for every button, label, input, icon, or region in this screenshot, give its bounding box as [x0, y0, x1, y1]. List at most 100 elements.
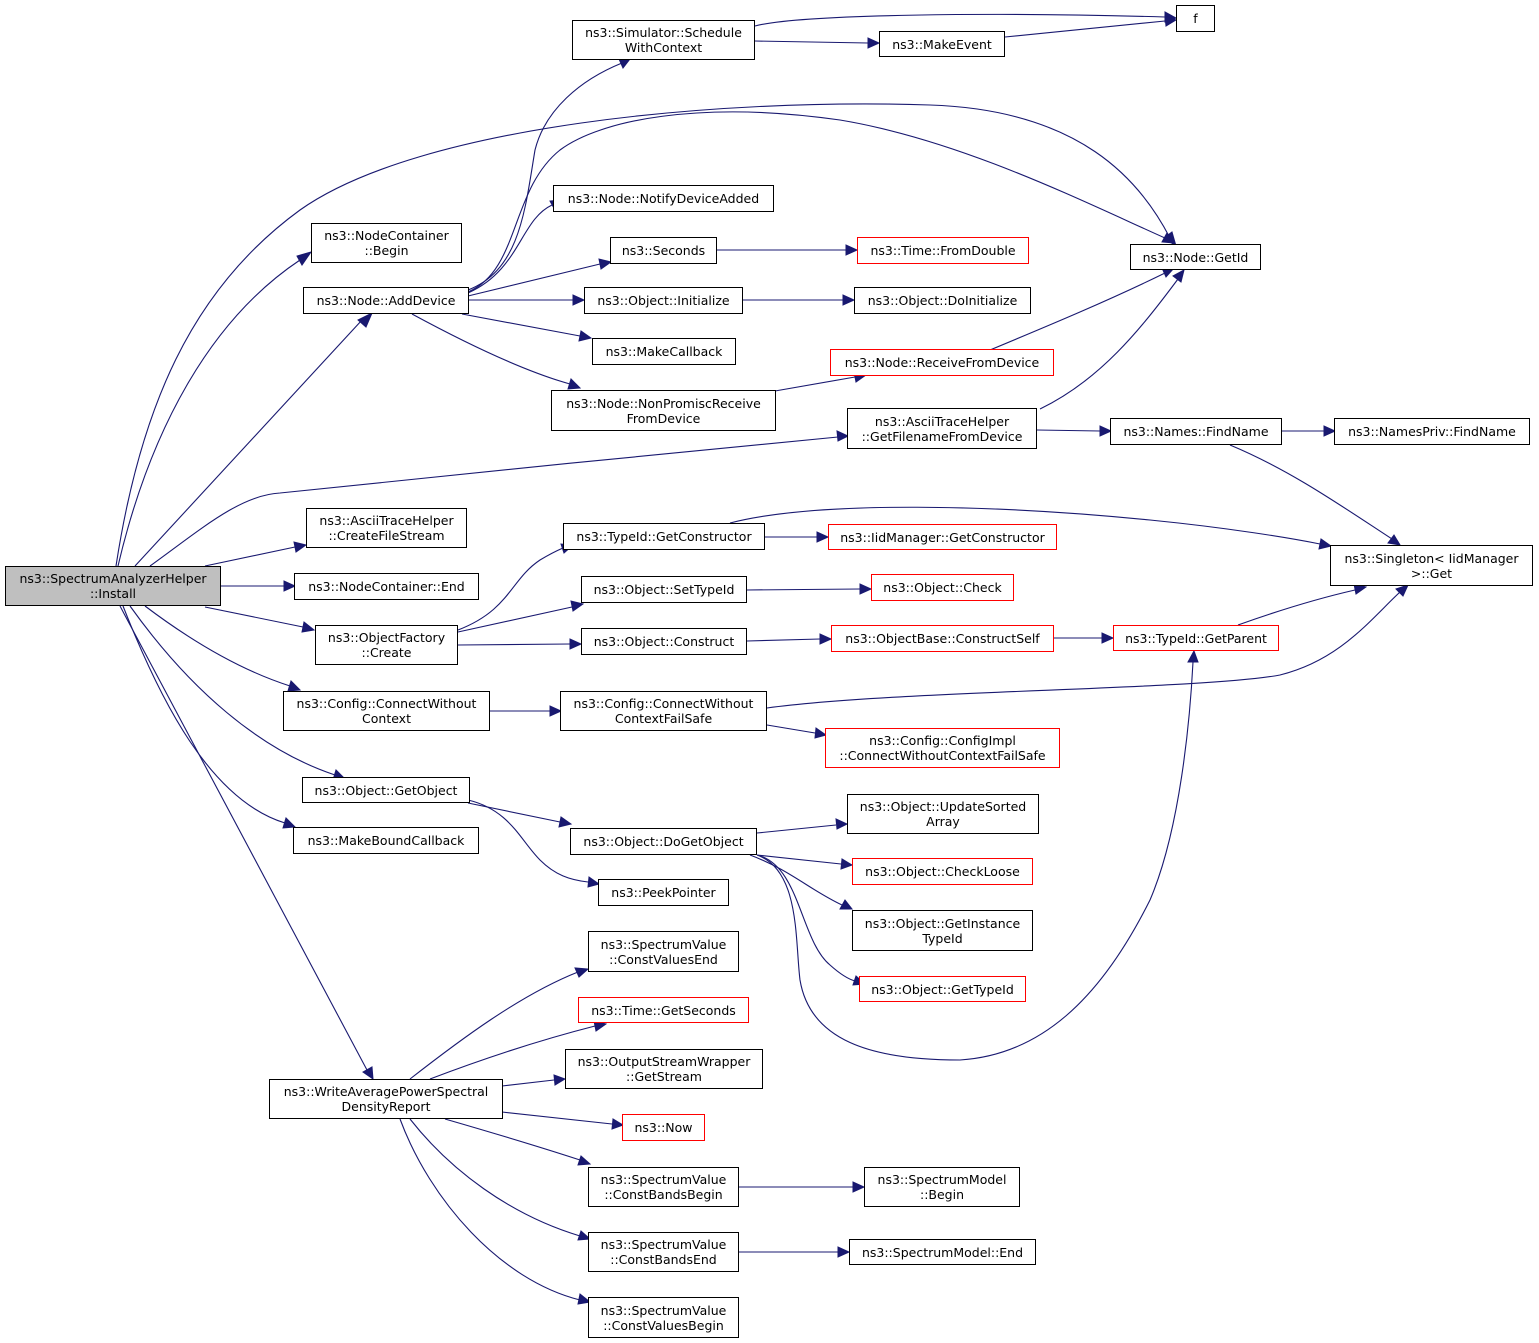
node-label-line: ::ConstBandsEnd: [610, 1252, 717, 1267]
node-label-line: ::ConnectWithoutContextFailSafe: [839, 748, 1046, 763]
node-label-line: ns3::WriteAveragePowerSpectral: [283, 1084, 489, 1099]
node-seconds[interactable]: ns3::Seconds: [610, 237, 717, 264]
edge: [1237, 583, 1368, 626]
node-time-getseconds[interactable]: ns3::Time::GetSeconds: [578, 997, 749, 1023]
node-label-line: ns3::SpectrumValue: [600, 1237, 727, 1252]
node-objectfactory-create[interactable]: ns3::ObjectFactory::Create: [315, 625, 458, 665]
node-label-line: ns3::Object::CheckLoose: [865, 864, 1020, 879]
node-namespriv-findname[interactable]: ns3::NamesPriv::FindName: [1334, 418, 1530, 445]
node-label-line: ns3::SpectrumAnalyzerHelper: [19, 571, 207, 586]
node-typeid-getconstructor[interactable]: ns3::TypeId::GetConstructor: [563, 523, 765, 550]
node-makeevent[interactable]: ns3::MakeEvent: [879, 31, 1005, 57]
node-node-notifydeviceadded[interactable]: ns3::Node::NotifyDeviceAdded: [553, 185, 774, 212]
edge: [409, 967, 590, 1080]
node-install[interactable]: ns3::SpectrumAnalyzerHelper::Install: [5, 566, 221, 606]
edge: [754, 11, 1178, 27]
node-nodecontainer-end[interactable]: ns3::NodeContainer::End: [294, 573, 479, 600]
edge: [739, 1246, 851, 1258]
edge: [746, 633, 833, 645]
edge: [1004, 15, 1178, 38]
node-label-line: ns3::Object::GetInstance: [864, 915, 1021, 931]
node-spectrumvalue-constbandsend[interactable]: ns3::SpectrumValue::ConstBandsEnd: [588, 1232, 739, 1272]
node-iidmanager-getconstructor[interactable]: ns3::IidManager::GetConstructor: [828, 524, 1057, 550]
node-object-settypeid[interactable]: ns3::Object::SetTypeId: [581, 576, 747, 603]
node-label-line: ns3::Seconds: [621, 243, 706, 258]
node-config-configimpl-connectwithoutcontextfailsafe[interactable]: ns3::Config::ConfigImpl::ConnectWithoutC…: [825, 728, 1060, 768]
node-label-line: Array: [926, 814, 960, 829]
node-label-line: ns3::Time::FromDouble: [870, 243, 1016, 258]
node-label-line: ns3::Object::Construct: [593, 634, 735, 649]
node-time-fromdouble[interactable]: ns3::Time::FromDouble: [857, 237, 1029, 264]
node-spectrummodel-end[interactable]: ns3::SpectrumModel::End: [849, 1239, 1036, 1265]
node-object-check[interactable]: ns3::Object::Check: [871, 574, 1014, 601]
edge: [221, 580, 297, 592]
node-label-line: ns3::Object::GetTypeId: [871, 981, 1014, 997]
node-asciitracehelper-createfilestream[interactable]: ns3::AsciiTraceHelper::CreateFileStream: [306, 508, 467, 548]
edge: [444, 1118, 592, 1166]
edge: [749, 854, 854, 910]
node-label-line: ns3::MakeBoundCallback: [307, 833, 465, 848]
node-object-initialize[interactable]: ns3::Object::Initialize: [584, 287, 743, 314]
node-label-line: DensityReport: [341, 1099, 431, 1114]
node-f[interactable]: f: [1176, 5, 1215, 32]
node-singleton-iidmanager-get[interactable]: ns3::Singleton< IidManager>::Get: [1330, 545, 1533, 586]
node-object-dogetobject[interactable]: ns3::Object::DoGetObject: [570, 828, 757, 855]
node-object-checkloose[interactable]: ns3::Object::CheckLoose: [852, 858, 1033, 885]
edge: [717, 244, 859, 256]
node-node-receivefromdevice[interactable]: ns3::Node::ReceiveFromDevice: [830, 349, 1054, 376]
node-label-line: ns3::SpectrumValue: [600, 1172, 727, 1187]
edge: [467, 802, 573, 828]
node-asciitracehelper-getfilenamefromdevice[interactable]: ns3::AsciiTraceHelper::GetFilenameFromDe…: [847, 408, 1037, 449]
node-outputstreamwrapper-getstream[interactable]: ns3::OutputStreamWrapper::GetStream: [565, 1049, 763, 1089]
node-spectrumvalue-constbandsbegin[interactable]: ns3::SpectrumValue::ConstBandsBegin: [588, 1167, 739, 1207]
edge: [766, 724, 828, 739]
node-makecallback[interactable]: ns3::MakeCallback: [592, 338, 736, 365]
node-nodecontainer-begin[interactable]: ns3::NodeContainer::Begin: [311, 223, 462, 263]
node-label-line: ::Create: [361, 645, 412, 660]
edge: [501, 1074, 567, 1087]
node-label-line: ::Install: [89, 586, 137, 601]
node-object-doinitialize[interactable]: ns3::Object::DoInitialize: [854, 287, 1031, 314]
node-label-line: ns3::SpectrumModel::End: [861, 1244, 1024, 1260]
node-node-getid[interactable]: ns3::Node::GetId: [1130, 244, 1261, 270]
node-typeid-getparent[interactable]: ns3::TypeId::GetParent: [1113, 625, 1279, 651]
node-now[interactable]: ns3::Now: [622, 1114, 705, 1141]
node-makeboundcallback[interactable]: ns3::MakeBoundCallback: [293, 827, 479, 854]
node-label-line: ns3::Node::NotifyDeviceAdded: [567, 191, 760, 206]
node-label-line: ns3::AsciiTraceHelper: [319, 513, 454, 528]
node-names-findname[interactable]: ns3::Names::FindName: [1110, 418, 1282, 445]
edge: [134, 311, 373, 567]
node-objectbase-constructself[interactable]: ns3::ObjectBase::ConstructSelf: [831, 625, 1054, 652]
edge: [756, 818, 849, 834]
node-peekpointer[interactable]: ns3::PeekPointer: [598, 879, 729, 906]
node-label-line: ns3::Object::DoInitialize: [867, 293, 1018, 308]
edge: [457, 638, 583, 650]
node-label-line: ns3::ObjectFactory: [327, 630, 446, 645]
edge: [743, 294, 856, 306]
edge: [756, 649, 1199, 1061]
node-label-line: WithContext: [624, 40, 703, 55]
node-object-gettypeid[interactable]: ns3::Object::GetTypeId: [859, 976, 1026, 1002]
node-spectrummodel-begin[interactable]: ns3::SpectrumModel::Begin: [864, 1167, 1020, 1207]
node-label-line: ns3::Object::Check: [883, 580, 1002, 595]
edge: [754, 37, 881, 49]
edge: [467, 58, 632, 291]
node-label-line: ns3::SpectrumValue: [600, 936, 727, 952]
node-node-adddevice[interactable]: ns3::Node::AddDevice: [303, 287, 469, 314]
node-label-line: ::Begin: [364, 243, 409, 258]
edge: [461, 313, 593, 342]
node-label-line: ns3::Node::NonPromiscReceive: [566, 395, 761, 411]
node-label-line: f: [1193, 11, 1198, 26]
node-object-getobject[interactable]: ns3::Object::GetObject: [302, 777, 470, 803]
node-object-construct[interactable]: ns3::Object::Construct: [581, 628, 747, 655]
node-spectrumvalue-constvaluesbegin[interactable]: ns3::SpectrumValue::ConstValuesBegin: [588, 1297, 739, 1338]
node-spectrumvalue-constvaluesend[interactable]: ns3::SpectrumValue::ConstValuesEnd: [588, 931, 739, 972]
